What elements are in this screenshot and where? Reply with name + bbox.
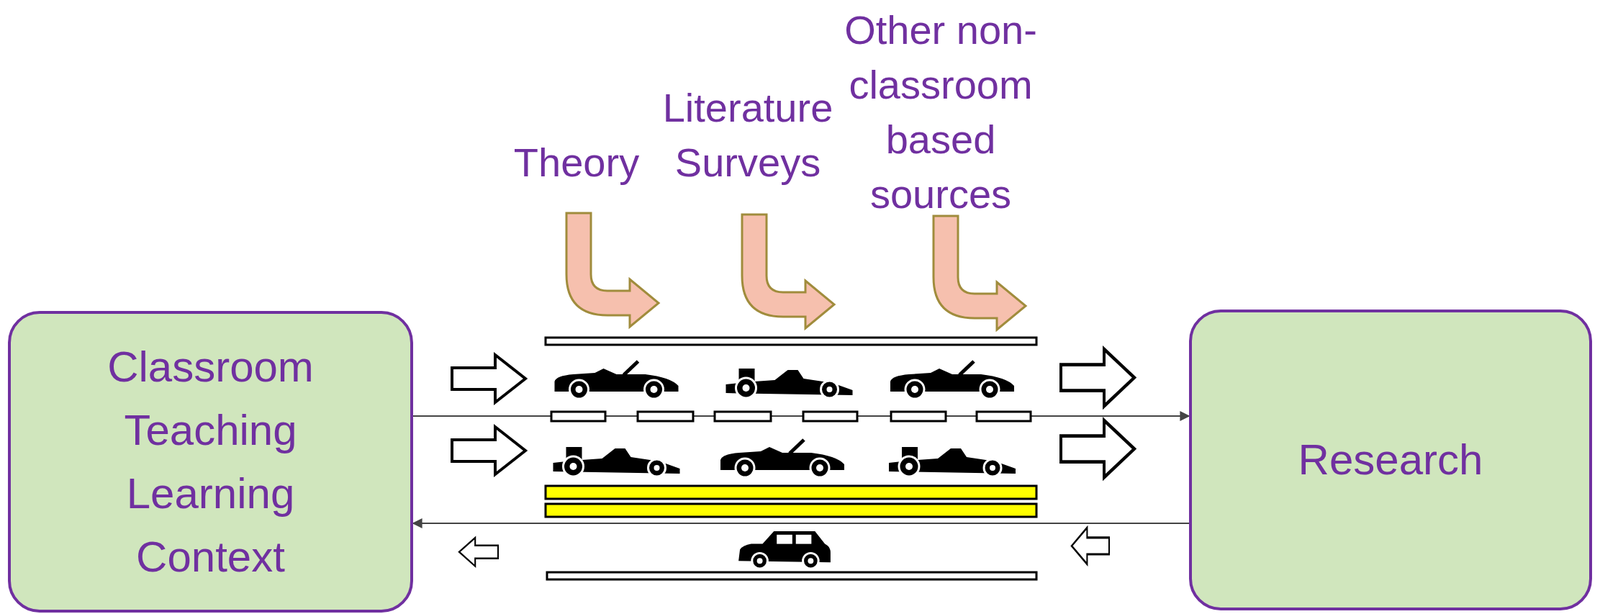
bent-arrow [933, 215, 1026, 330]
bent-arrows [566, 213, 1026, 330]
yellow-line [545, 485, 1037, 499]
context-box: Classroom Teaching Learning Context [7, 310, 414, 613]
hollow-arrows [452, 349, 1135, 567]
source-label: Other non-classroom based sources [834, 2, 1048, 222]
flow-connector [413, 522, 1190, 524]
lane-dashes [551, 411, 1031, 422]
road-edge [547, 572, 1037, 580]
source-label: Literature Surveys [650, 80, 845, 191]
source-label: Theory [513, 135, 640, 191]
bent-arrow [566, 213, 659, 327]
road [545, 337, 1037, 580]
yellow-line [545, 503, 1037, 517]
road-edge [545, 337, 1037, 345]
node-title: Classroom Teaching Learning Context [107, 335, 314, 589]
bent-arrow [742, 214, 835, 329]
node-title: Research [1298, 428, 1484, 492]
research-box: Research [1189, 309, 1593, 611]
cars [553, 361, 1017, 569]
flow-connector [413, 415, 1190, 417]
